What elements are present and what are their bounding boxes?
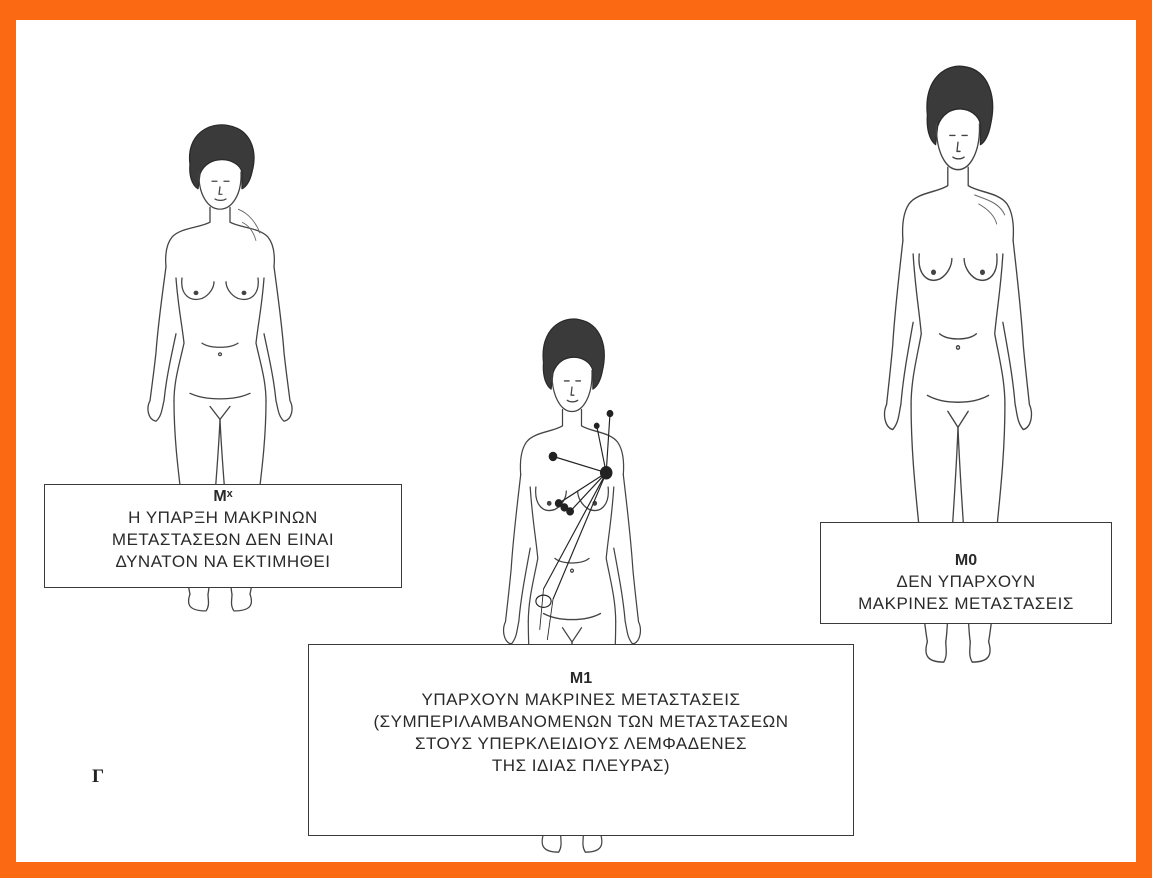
m1-line-2: (ΣΥΜΠΕΡΙΛΑΜΒΑΝΟΜΕΝΩΝ ΤΩΝ ΜΕΤΑΣΤΑΣΕΩΝ [309,711,853,733]
mx-line-1: Η ΥΠΑΡΞΗ ΜΑΚΡΙΝΩΝ [45,507,401,529]
mx-code: Mˣ [45,487,401,507]
m0-code: M0 [821,551,1111,571]
mx-line-2: ΜΕΤΑΣΤΑΣΕΩΝ ΔΕΝ ΕΙΝΑΙ [45,529,401,551]
m1-line-1: ΥΠΑΡΧΟΥΝ ΜΑΚΡΙΝΕΣ ΜΕΤΑΣΤΑΣΕΙΣ [309,689,853,711]
m0-label-box: M0 ΔΕΝ ΥΠΑΡΧΟΥΝ ΜΑΚΡΙΝΕΣ ΜΕΤΑΣΤΑΣΕΙΣ [820,522,1112,624]
mx-line-3: ΔΥΝΑΤΟΝ ΝΑ ΕΚΤΙΜΗΘΕΙ [45,551,401,573]
mx-label-box: Mˣ Η ΥΠΑΡΞΗ ΜΑΚΡΙΝΩΝ ΜΕΤΑΣΤΑΣΕΩΝ ΔΕΝ ΕΙΝ… [44,484,402,588]
m0-line-2: ΜΑΚΡΙΝΕΣ ΜΕΤΑΣΤΑΣΕΙΣ [821,593,1111,615]
m0-line-1: ΔΕΝ ΥΠΑΡΧΟΥΝ [821,571,1111,593]
m1-line-4: ΤΗΣ ΙΔΙΑΣ ΠΛΕΥΡΑΣ) [309,755,853,777]
m1-label-box: M1 ΥΠΑΡΧΟΥΝ ΜΑΚΡΙΝΕΣ ΜΕΤΑΣΤΑΣΕΙΣ (ΣΥΜΠΕΡ… [308,644,854,836]
m1-code: M1 [309,669,853,689]
m1-line-3: ΣΤΟΥΣ ΥΠΕΡΚΛΕΙΔΙΟΥΣ ΛΕΜΦΑΔΕΝΕΣ [309,733,853,755]
panel-letter: Γ [92,766,104,788]
